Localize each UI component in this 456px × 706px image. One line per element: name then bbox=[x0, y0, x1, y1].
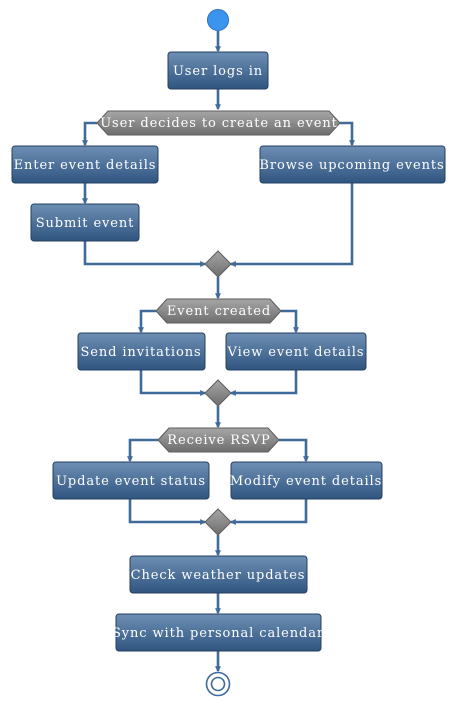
action-label: Browse upcoming events bbox=[259, 158, 444, 173]
action-label: View event details bbox=[227, 345, 365, 360]
edge-rsvp-modify bbox=[279, 438, 309, 463]
edge-send-merge bbox=[139, 370, 207, 396]
action-view-event-details: View event details bbox=[225, 332, 367, 371]
merge-diamond-2 bbox=[204, 379, 232, 407]
decision-receive-rsvp: Receive RSVP bbox=[157, 427, 280, 453]
action-label: Modify event details bbox=[230, 474, 382, 489]
decision-user-decides-to-create: User decides to create an event bbox=[96, 110, 341, 136]
action-user-logs-in: User logs in bbox=[167, 51, 269, 90]
action-label: User logs in bbox=[173, 64, 263, 79]
action-modify-event-details: Modify event details bbox=[230, 461, 383, 500]
decision-event-created: Event created bbox=[155, 298, 282, 324]
edge-update-merge bbox=[128, 499, 207, 525]
action-enter-event-details: Enter event details bbox=[11, 145, 159, 184]
edge-decide-browse bbox=[340, 121, 355, 147]
edges bbox=[82, 31, 355, 673]
edge-browse-merge bbox=[229, 183, 354, 267]
edge-rsvp-update bbox=[127, 438, 158, 463]
action-check-weather-updates: Check weather updates bbox=[129, 555, 308, 594]
action-sync-personal-calendar: Sync with personal calendar bbox=[112, 613, 324, 652]
decision-label: User decides to create an event bbox=[100, 116, 338, 131]
action-browse-upcoming-events: Browse upcoming events bbox=[259, 145, 446, 184]
action-label: Update event status bbox=[56, 474, 206, 489]
merge-diamond-3 bbox=[204, 508, 232, 536]
edge-decide-enter bbox=[82, 121, 97, 147]
action-label: Send invitations bbox=[80, 345, 201, 360]
end-node bbox=[205, 671, 231, 697]
edge-submit-merge bbox=[83, 241, 207, 267]
edge-created-view bbox=[281, 309, 299, 334]
action-update-event-status: Update event status bbox=[52, 461, 210, 500]
action-label: Check weather updates bbox=[131, 568, 306, 583]
action-label: Submit event bbox=[36, 216, 135, 231]
edge-created-send bbox=[138, 309, 156, 334]
decision-label: Receive RSVP bbox=[167, 433, 270, 448]
action-label: Sync with personal calendar bbox=[112, 626, 324, 641]
merge-diamond-1 bbox=[204, 250, 232, 278]
action-label: Enter event details bbox=[14, 158, 157, 173]
action-submit-event: Submit event bbox=[30, 203, 140, 242]
start-node bbox=[207, 9, 229, 31]
action-send-invitations: Send invitations bbox=[77, 332, 206, 371]
edge-modify-merge bbox=[229, 499, 308, 525]
decision-label: Event created bbox=[167, 304, 271, 319]
edge-view-merge bbox=[229, 370, 298, 396]
